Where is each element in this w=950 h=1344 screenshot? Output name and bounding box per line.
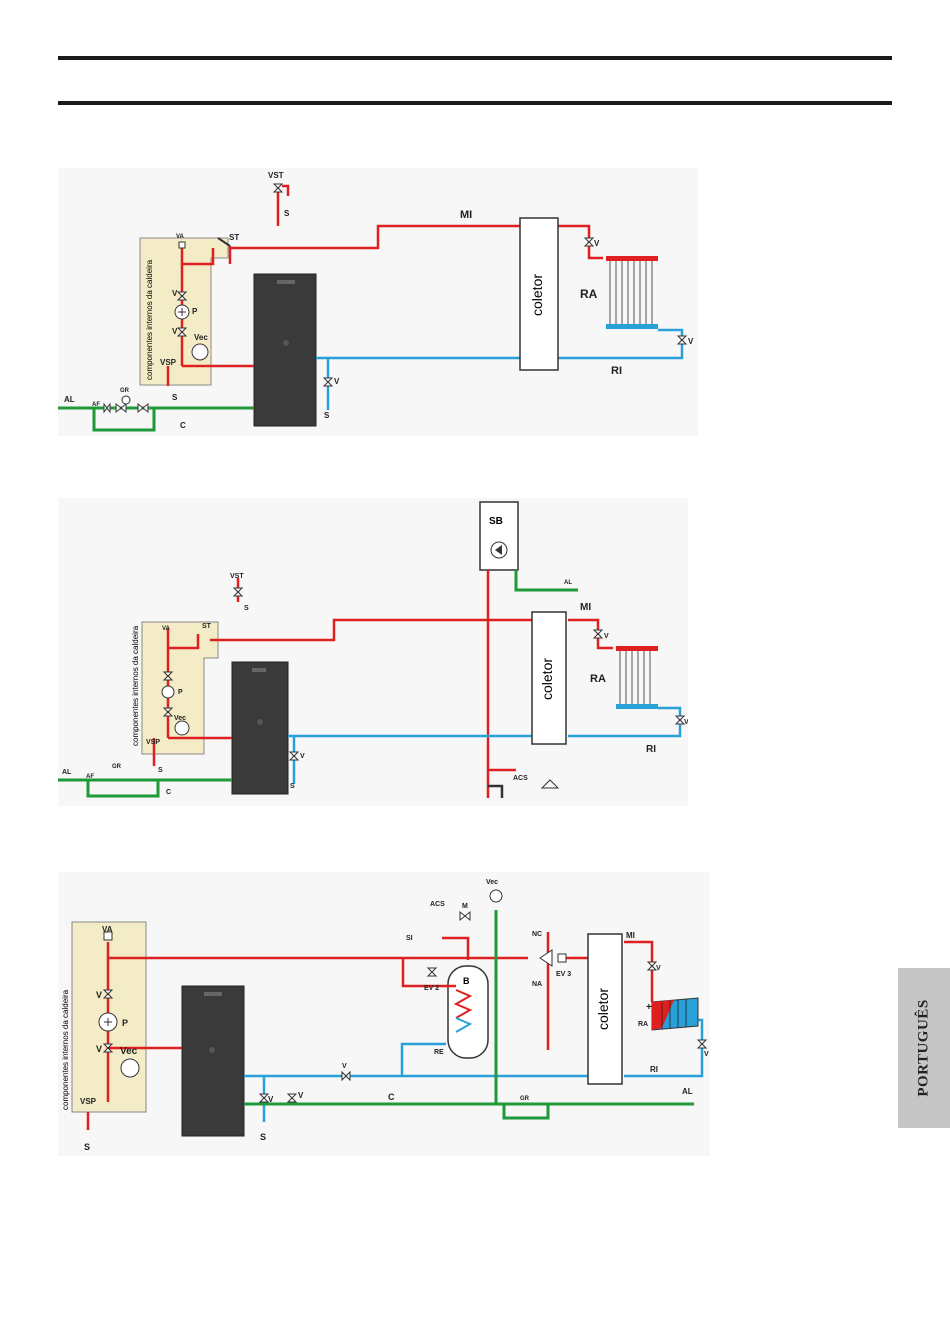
radiator bbox=[606, 256, 658, 329]
c-label: C bbox=[180, 421, 186, 430]
v-label-green: V bbox=[298, 1091, 304, 1100]
internal-label-2: componentes internos da caldeira bbox=[131, 625, 140, 746]
s-label-left-3: S bbox=[84, 1142, 90, 1152]
v-label-1: V bbox=[172, 289, 178, 298]
second-rule bbox=[58, 101, 892, 105]
v-label-3a: V bbox=[96, 990, 102, 1000]
diagram-storage-tank: componentes internos da caldeira B colet… bbox=[58, 872, 710, 1156]
v-label-2: V bbox=[172, 327, 178, 336]
al-label: AL bbox=[64, 395, 75, 404]
language-tab: PORTUGUÊS bbox=[898, 968, 950, 1128]
ra-label: RA bbox=[580, 287, 598, 301]
ra-label-3: RA bbox=[638, 1021, 648, 1028]
diagram-radiators: componentes internos da caldeira coletor bbox=[58, 168, 698, 436]
s-label-boiler: S bbox=[324, 411, 330, 420]
vec-label-3: Vec bbox=[120, 1046, 138, 1057]
collector-box-3 bbox=[587, 933, 623, 1085]
boiler-2 bbox=[231, 661, 289, 795]
ev2-label: EV 2 bbox=[424, 985, 439, 992]
internal-label-3: componentes internos da caldeira bbox=[61, 989, 70, 1110]
v-label-3b: V bbox=[96, 1044, 102, 1054]
p-label-2: P bbox=[178, 689, 183, 696]
b-label: B bbox=[463, 976, 470, 986]
mi-label: MI bbox=[460, 209, 472, 221]
s-label-boiler-2: S bbox=[290, 783, 295, 790]
collector-box bbox=[519, 217, 559, 371]
v-label-ra: V bbox=[594, 239, 600, 248]
collector-label-2: coletor bbox=[539, 658, 555, 700]
vec-label-2: Vec bbox=[174, 715, 186, 722]
al-label-2: AL bbox=[62, 769, 72, 776]
vsp-label: VSP bbox=[160, 358, 177, 367]
acs-label-3: ACS bbox=[430, 901, 445, 908]
collector-label-3: coletor bbox=[595, 988, 611, 1030]
af-label-2: AF bbox=[86, 774, 94, 780]
st-label: ST bbox=[229, 233, 239, 242]
v-label-3mi: V bbox=[656, 965, 661, 972]
p-label: P bbox=[192, 307, 198, 316]
s-label-left: S bbox=[172, 393, 178, 402]
va-label-2: VA bbox=[162, 626, 171, 632]
top-rule bbox=[58, 56, 892, 60]
ra-label-2: RA bbox=[590, 673, 606, 685]
s-label-boiler-3: S bbox=[260, 1132, 266, 1142]
ri-label-3: RI bbox=[650, 1065, 658, 1074]
s-label-top-2: S bbox=[244, 605, 249, 612]
sb-label: SB bbox=[489, 516, 503, 527]
collector-box-2 bbox=[531, 611, 567, 745]
gr-label-3: GR bbox=[520, 1096, 530, 1102]
st-label-2: ST bbox=[202, 623, 212, 630]
nc-label: NC bbox=[532, 931, 542, 938]
vst-label: VST bbox=[268, 171, 284, 180]
sb-box bbox=[479, 501, 519, 571]
boiler-3 bbox=[181, 985, 245, 1137]
radiator-2 bbox=[616, 646, 658, 709]
na-label: NA bbox=[532, 981, 542, 988]
v-label-boiler: V bbox=[334, 377, 340, 386]
v-label-ri: V bbox=[688, 337, 694, 346]
diagram-solar-radiators: componentes internos da caldeira SB cole… bbox=[58, 498, 688, 806]
al-label-sb: AL bbox=[564, 580, 572, 586]
ri-label-2: RI bbox=[646, 744, 656, 755]
v-label-blue: V bbox=[342, 1063, 347, 1070]
plus-label: + bbox=[646, 1002, 652, 1013]
ev3-label: EV 3 bbox=[556, 971, 571, 978]
collector-label: coletor bbox=[529, 274, 545, 316]
v-label-ri-2: V bbox=[684, 719, 688, 726]
acs-label-2: ACS bbox=[513, 775, 528, 782]
v-label-3ri: V bbox=[704, 1051, 709, 1058]
re-label: RE bbox=[434, 1049, 444, 1056]
vst-label-2: VST bbox=[230, 573, 244, 580]
s-label-top: S bbox=[284, 209, 290, 218]
radiant-panel bbox=[651, 997, 699, 1031]
vec-label: Vec bbox=[194, 333, 208, 342]
s-label-left-2: S bbox=[158, 767, 163, 774]
gr-label-2: GR bbox=[112, 764, 122, 770]
v-label-boiler-3: V bbox=[268, 1095, 274, 1104]
al-label-3: AL bbox=[682, 1087, 693, 1096]
mi-label-3: MI bbox=[626, 931, 635, 940]
v-label-boiler-2: V bbox=[300, 753, 305, 760]
language-label: PORTUGUÊS bbox=[915, 999, 932, 1097]
m-label: M bbox=[462, 903, 468, 910]
vsp-label-3: VSP bbox=[80, 1097, 97, 1106]
internal-label: componentes internos da caldeira bbox=[145, 259, 154, 380]
va-label: VA bbox=[176, 234, 185, 240]
p-label-3: P bbox=[122, 1018, 128, 1028]
si-label: SI bbox=[406, 935, 413, 942]
va-label-3: VA bbox=[102, 925, 113, 934]
gr-label: GR bbox=[120, 388, 130, 394]
mi-label-2: MI bbox=[580, 602, 591, 613]
c-label-2: C bbox=[166, 789, 171, 796]
af-label: AF bbox=[92, 402, 100, 408]
vsp-label-2: VSP bbox=[146, 739, 160, 746]
vec-label-3b: Vec bbox=[486, 879, 498, 886]
v-label-ra-2: V bbox=[604, 633, 609, 640]
ri-label: RI bbox=[611, 365, 622, 377]
c-label-3: C bbox=[388, 1092, 395, 1102]
boiler bbox=[253, 273, 317, 427]
